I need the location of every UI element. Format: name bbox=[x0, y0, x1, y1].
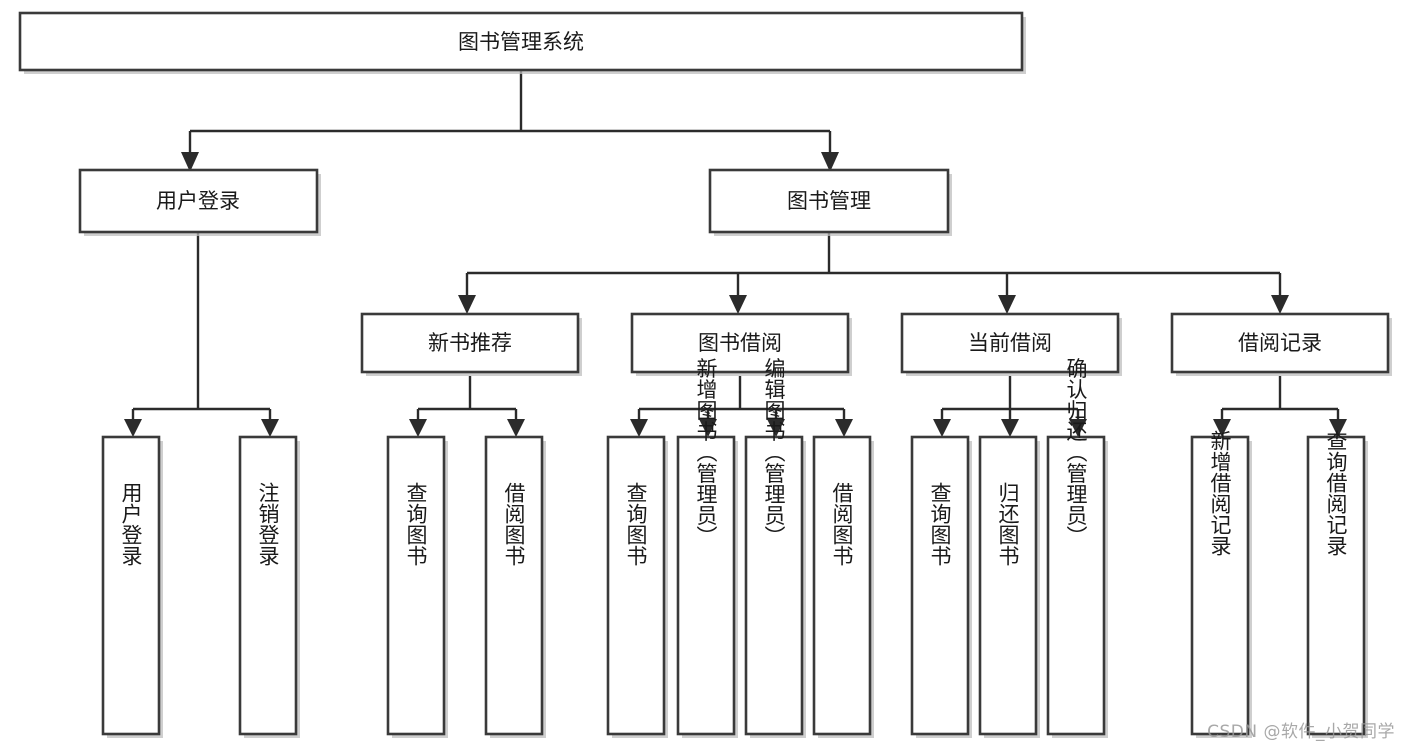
node-rect[interactable] bbox=[1170, 312, 1390, 374]
connector-layer bbox=[124, 70, 1347, 437]
node-rect[interactable] bbox=[978, 435, 1038, 736]
leaf-label-user-login: 用户登录 bbox=[119, 482, 143, 566]
arrowhead-leaf-logout bbox=[261, 419, 279, 437]
node-label-borrow-record: 借阅记录 bbox=[1238, 331, 1322, 355]
leaf-label-nb-query-book: 查询图书 bbox=[404, 482, 428, 566]
node-label-current-borrow: 当前借阅 bbox=[968, 331, 1052, 355]
leaf-label-bb-query-book: 查询图书 bbox=[624, 482, 648, 566]
leaf-label-nb-borrow-book: 借阅图书 bbox=[502, 482, 526, 566]
arrowhead-bb-leaf-1 bbox=[630, 419, 648, 437]
leaf-node-bb-query-book[interactable]: 查询图书 bbox=[606, 435, 668, 738]
node-rect[interactable] bbox=[18, 11, 1024, 72]
leaf-node-user-login[interactable]: 用户登录 bbox=[101, 435, 163, 738]
arrowhead-cb-leaf-2 bbox=[1001, 419, 1019, 437]
node-book-borrow[interactable]: 图书借阅 bbox=[630, 312, 852, 376]
arrowhead-book-borrow bbox=[729, 295, 747, 314]
leaf-node-bb-edit-book[interactable]: 编辑图书（管理员） bbox=[744, 358, 806, 739]
leaf-node-nb-query-book[interactable]: 查询图书 bbox=[386, 435, 448, 738]
node-label-book-management: 图书管理 bbox=[787, 189, 871, 213]
arrowhead-br-leaf-1 bbox=[1213, 419, 1231, 437]
arrowhead-user-login bbox=[181, 152, 199, 172]
arrowhead-bb-leaf-3 bbox=[767, 419, 785, 437]
node-new-book-recommend[interactable]: 新书推荐 bbox=[360, 312, 582, 376]
node-current-borrow[interactable]: 当前借阅 bbox=[900, 312, 1122, 376]
node-rect[interactable] bbox=[676, 435, 736, 736]
leaf-node-br-add-record[interactable]: 新增借阅记录 bbox=[1190, 430, 1252, 738]
arrowhead-bb-leaf-4 bbox=[835, 419, 853, 437]
node-rect[interactable] bbox=[386, 435, 446, 736]
arrowhead-cb-leaf-3 bbox=[1069, 419, 1087, 437]
node-rect[interactable] bbox=[606, 435, 666, 736]
leaf-label-logout: 注销登录 bbox=[256, 482, 280, 566]
node-borrow-record[interactable]: 借阅记录 bbox=[1170, 312, 1392, 376]
arrowhead-leaf-user-login bbox=[124, 419, 142, 437]
node-rect[interactable] bbox=[1046, 435, 1106, 736]
csdn-watermark: CSDN @软件_小贺同学 bbox=[1207, 722, 1395, 742]
leaf-label-bb-edit-book: 编辑图书（管理员） bbox=[762, 358, 786, 547]
node-root-system[interactable]: 图书管理系统 bbox=[18, 11, 1026, 74]
arrowhead-new-book bbox=[458, 295, 476, 314]
leaf-label-br-query-record: 查询借阅记录 bbox=[1324, 430, 1348, 556]
node-label-book-borrow: 图书借阅 bbox=[698, 331, 782, 355]
node-rect[interactable] bbox=[744, 435, 804, 736]
leaf-node-logout[interactable]: 注销登录 bbox=[238, 435, 300, 738]
arrowhead-book-mgmt bbox=[821, 152, 839, 172]
node-rect[interactable] bbox=[1190, 435, 1250, 736]
arrowhead-bb-leaf-2 bbox=[699, 419, 717, 437]
node-book-management[interactable]: 图书管理 bbox=[708, 168, 952, 236]
leaf-node-br-query-record[interactable]: 查询借阅记录 bbox=[1306, 430, 1368, 738]
arrowhead-current-borrow bbox=[998, 295, 1016, 314]
leaf-label-cb-query-book: 查询图书 bbox=[928, 482, 952, 566]
node-rect[interactable] bbox=[360, 312, 580, 374]
node-rect[interactable] bbox=[484, 435, 544, 736]
node-rect[interactable] bbox=[812, 435, 872, 736]
arrowhead-borrow-record bbox=[1271, 295, 1289, 314]
leaf-node-cb-return-book[interactable]: 归还图书 bbox=[978, 435, 1040, 738]
arrowhead-br-leaf-2 bbox=[1329, 419, 1347, 437]
node-label-user-login: 用户登录 bbox=[156, 189, 240, 213]
node-label-root-system: 图书管理系统 bbox=[458, 30, 584, 54]
leaf-label-cb-confirm-return: 确认归还（管理员） bbox=[1064, 358, 1088, 547]
node-rect[interactable] bbox=[78, 168, 319, 234]
leaf-label-cb-return-book: 归还图书 bbox=[996, 482, 1020, 566]
leaf-label-bb-add-book: 新增图书（管理员） bbox=[694, 358, 718, 547]
node-user-login[interactable]: 用户登录 bbox=[78, 168, 321, 236]
arrowhead-cb-leaf-1 bbox=[933, 419, 951, 437]
node-rect[interactable] bbox=[708, 168, 950, 234]
node-rect[interactable] bbox=[900, 312, 1120, 374]
arrowhead-nb-leaf-2 bbox=[507, 419, 525, 437]
leaf-node-cb-query-book[interactable]: 查询图书 bbox=[910, 435, 972, 738]
node-rect[interactable] bbox=[630, 312, 850, 374]
node-rect[interactable] bbox=[910, 435, 970, 736]
arrowhead-nb-leaf-1 bbox=[409, 419, 427, 437]
node-rect[interactable] bbox=[238, 435, 298, 736]
leaf-label-bb-borrow-book: 借阅图书 bbox=[830, 482, 854, 566]
leaf-node-bb-borrow-book[interactable]: 借阅图书 bbox=[812, 435, 874, 738]
node-label-new-book-recommend: 新书推荐 bbox=[428, 331, 512, 355]
node-rect[interactable] bbox=[1306, 435, 1366, 736]
leaf-node-bb-add-book[interactable]: 新增图书（管理员） bbox=[676, 358, 738, 739]
leaf-node-cb-confirm-return[interactable]: 确认归还（管理员） bbox=[1046, 358, 1108, 739]
leaf-label-br-add-record: 新增借阅记录 bbox=[1208, 430, 1232, 556]
leaf-node-nb-borrow-book[interactable]: 借阅图书 bbox=[484, 435, 546, 738]
node-rect[interactable] bbox=[101, 435, 161, 736]
